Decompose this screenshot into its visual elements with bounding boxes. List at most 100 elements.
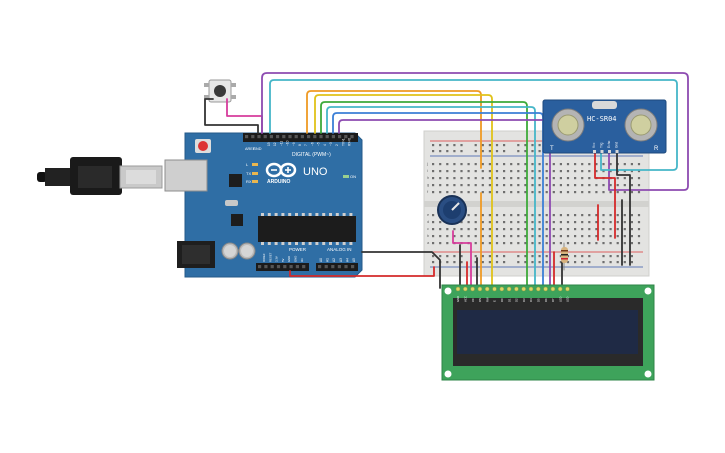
digital-pin-hole[interactable]: [338, 135, 342, 139]
lcd-pin[interactable]: [550, 286, 556, 292]
breadboard-row-letter: i: [427, 168, 428, 173]
lcd-pin[interactable]: [499, 286, 505, 292]
digital-pin-hole[interactable]: [319, 135, 323, 139]
potentiometer[interactable]: [437, 195, 467, 225]
power-pin-hole[interactable]: [295, 265, 299, 269]
digital-pin-hole[interactable]: [350, 135, 354, 139]
l-led: [252, 163, 258, 166]
power-pin-hole[interactable]: [270, 265, 274, 269]
arduino-brand: ARDUINO: [267, 179, 290, 185]
lcd-pin[interactable]: [565, 286, 570, 292]
analog-header: [316, 263, 358, 271]
usb-cable[interactable]: [37, 157, 163, 195]
digital-pin-label: RX<0: [348, 138, 352, 146]
power-pin-hole[interactable]: [289, 265, 293, 269]
analog-pin-hole[interactable]: [324, 265, 328, 269]
wire-lcd-pink: [452, 230, 472, 289]
lcd-pin[interactable]: [484, 286, 490, 292]
wire-sensor-black: [616, 151, 631, 266]
push-button-cap: [214, 85, 226, 97]
digital-pin-hole[interactable]: [288, 135, 292, 139]
lcd-pin[interactable]: [521, 286, 526, 292]
digital-pin-hole[interactable]: [282, 135, 286, 139]
analog-pin-hole[interactable]: [337, 265, 341, 269]
lcd-pin[interactable]: [470, 286, 475, 292]
on-led: [343, 175, 349, 178]
digital-pin-hole[interactable]: [251, 135, 255, 139]
tx-led: [252, 172, 258, 175]
sensor-pin[interactable]: [608, 150, 611, 153]
power-pin-hole[interactable]: [264, 265, 268, 269]
lcd-pin-label: RS: [478, 298, 482, 302]
push-button[interactable]: [204, 79, 236, 103]
analog-pin-hole[interactable]: [344, 265, 348, 269]
lcd-pin[interactable]: [514, 286, 519, 292]
lcd-pin[interactable]: [528, 286, 534, 292]
digital-pin-hole[interactable]: [257, 135, 261, 139]
lcd-pin[interactable]: [463, 286, 468, 292]
breadboard-row-letter: c: [427, 226, 429, 231]
digital-pin-hole[interactable]: [276, 135, 280, 139]
digital-pin-hole[interactable]: [263, 135, 267, 139]
lcd-pin[interactable]: [492, 286, 497, 292]
sensor-pin[interactable]: [615, 150, 619, 153]
power-pin-hole[interactable]: [302, 265, 306, 269]
power-pin-label: GND: [287, 256, 291, 262]
rx-led-label: RX: [246, 179, 252, 184]
usb-cable-end: [37, 172, 47, 182]
digital-pin-hole[interactable]: [300, 135, 304, 139]
analog-pin-label: A1: [326, 258, 330, 262]
digital-header: [243, 133, 358, 142]
usb-chip: [229, 174, 242, 187]
lcd-pin-label: LED: [558, 297, 562, 302]
l-led-label: L: [246, 162, 249, 167]
digital-pin-label: TX>1: [341, 138, 345, 146]
digital-pin-hole[interactable]: [313, 135, 317, 139]
wire-button-black: [204, 98, 259, 134]
digital-pin-hole[interactable]: [325, 135, 329, 139]
lcd-pin-label: RW: [485, 297, 489, 302]
lcd-pin[interactable]: [506, 286, 512, 292]
digital-pin-label: 7: [304, 144, 308, 146]
power-pin-hole[interactable]: [283, 265, 287, 269]
sensor-pin[interactable]: [593, 150, 596, 153]
analog-pin-hole[interactable]: [318, 265, 322, 269]
rx-led: [252, 180, 258, 183]
on-led-label: ON: [350, 174, 356, 179]
power-pin-hole[interactable]: [258, 265, 262, 269]
digital-pin-hole[interactable]: [294, 135, 298, 139]
digital-pin-hole[interactable]: [269, 135, 273, 139]
digital-pin-hole[interactable]: [245, 135, 249, 139]
power-pin-hole[interactable]: [276, 265, 281, 269]
digital-pin-hole[interactable]: [307, 135, 311, 139]
lcd-pin[interactable]: [477, 286, 483, 292]
lcd-pin[interactable]: [543, 286, 548, 292]
analog-pin-label: A3: [339, 258, 343, 262]
digital-pin-hole[interactable]: [331, 135, 335, 139]
wire-button-pink: [226, 98, 263, 134]
lcd-pin[interactable]: [536, 286, 541, 292]
resistor[interactable]: [561, 247, 568, 263]
lcd-pin-label: D2: [515, 298, 519, 302]
arduino-logo: [265, 162, 297, 178]
wires: [204, 72, 689, 289]
sensor-r-label: R: [654, 146, 659, 152]
digital-pin-hole[interactable]: [344, 135, 348, 139]
analog-pin-hole[interactable]: [351, 265, 355, 269]
lcd-pin-label: D6: [544, 298, 548, 302]
analog-pin-label: A4: [345, 258, 349, 262]
digital-pin-label: 4: [323, 144, 327, 146]
lcd-screen: [457, 310, 638, 354]
lcd-pin[interactable]: [557, 286, 563, 292]
sensor-pin[interactable]: [600, 150, 604, 153]
analog-pin-hole[interactable]: [331, 265, 335, 269]
digital-header-label: DIGITAL (PWM~): [292, 152, 331, 158]
lcd-pin-label: D7: [551, 298, 555, 302]
digital-pin-label: 8: [298, 144, 302, 146]
analog-pin-label: A0: [319, 258, 323, 262]
oscillator: [225, 200, 238, 206]
lcd-pin[interactable]: [455, 286, 461, 292]
